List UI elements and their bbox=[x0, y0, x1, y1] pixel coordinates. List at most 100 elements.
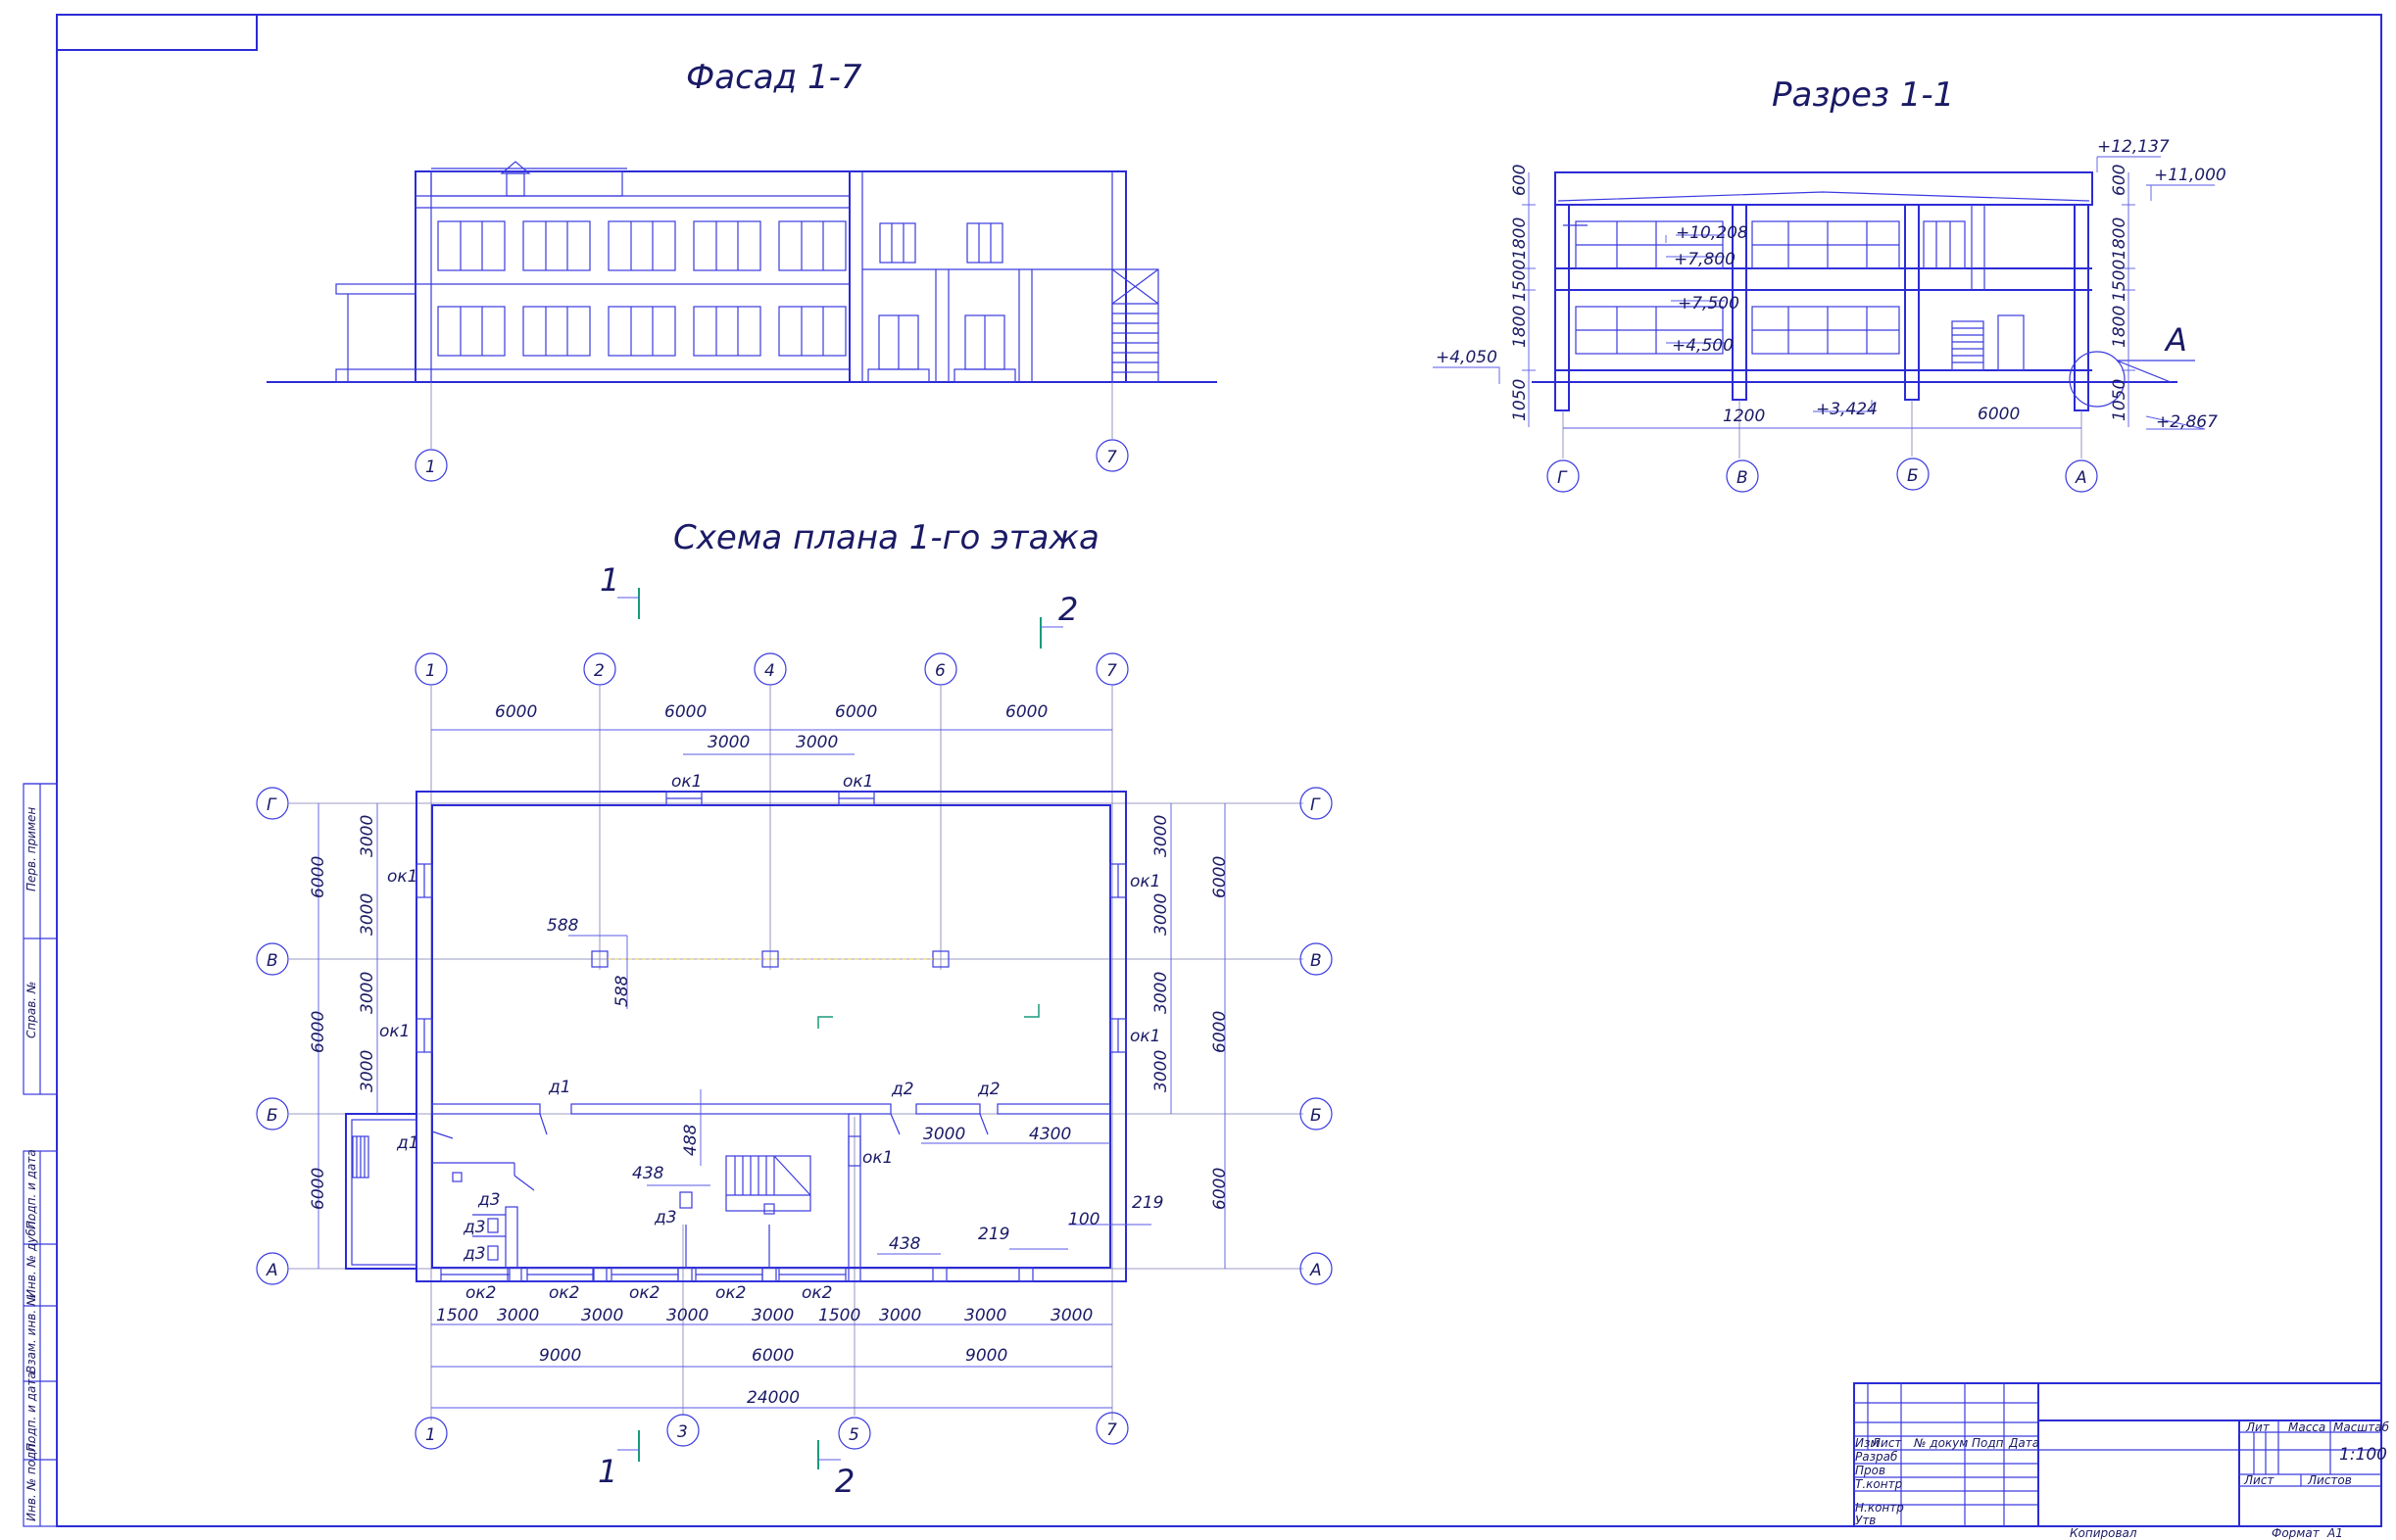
dim-text: 3000 bbox=[581, 1306, 623, 1325]
axis-label: 5 bbox=[849, 1425, 859, 1445]
tb-role: Н.контр bbox=[1855, 1501, 1904, 1515]
dim-text: 219 bbox=[1132, 1193, 1163, 1213]
tb-header: № докум bbox=[1913, 1436, 1968, 1450]
window-label: ок1 bbox=[379, 1022, 411, 1041]
dim-text: 1800 bbox=[2110, 306, 2129, 348]
dim-text: 6000 bbox=[1005, 702, 1048, 722]
door-label: д2 bbox=[891, 1080, 914, 1099]
dim-text: 3000 bbox=[1151, 893, 1171, 936]
axis-label: 3 bbox=[677, 1422, 688, 1442]
door-label: д1 bbox=[396, 1133, 419, 1153]
dim-text: 600 bbox=[1510, 165, 1530, 196]
axis-label: В bbox=[1310, 951, 1322, 971]
tb-copied: Копировал bbox=[2070, 1526, 2137, 1540]
dim-text: 3000 bbox=[497, 1306, 539, 1325]
dim-text: 219 bbox=[978, 1225, 1009, 1244]
axis-label: В bbox=[267, 951, 278, 971]
section-labels: +12,137 +11,000 +10,208 +7,800 +7,500 +4… bbox=[1436, 137, 2226, 432]
window-label: ок1 bbox=[843, 772, 874, 792]
axis-label: 6 bbox=[935, 661, 946, 681]
dim-text: 600 bbox=[2110, 165, 2129, 196]
section-mark: 1 bbox=[600, 561, 619, 599]
side-stamp-labels: Перв. примен Справ. № Подп. и дата Инв. … bbox=[24, 807, 38, 1521]
dim-text: 6000 bbox=[1210, 856, 1230, 898]
dim-text: 1800 bbox=[1510, 306, 1530, 348]
window-label: ок2 bbox=[629, 1283, 660, 1303]
tb-role: Т.контр bbox=[1855, 1477, 1903, 1491]
axis-label: Б bbox=[1310, 1106, 1322, 1126]
level-mark: +7,800 bbox=[1674, 250, 1736, 269]
tb-format-label: Формат bbox=[2272, 1526, 2321, 1540]
dim-text: 9000 bbox=[965, 1346, 1007, 1366]
facade-windows bbox=[437, 220, 847, 357]
level-mark: +11,000 bbox=[2154, 166, 2226, 185]
sheet-frame bbox=[23, 14, 2382, 1527]
dim-text: 488 bbox=[681, 1124, 701, 1156]
dim-text: 438 bbox=[889, 1234, 921, 1254]
plan-title: Схема плана 1-го этажа bbox=[673, 518, 1100, 557]
tb-header: Дата bbox=[2008, 1436, 2039, 1450]
axis-label: 7 bbox=[1106, 448, 1117, 467]
door-label: д3 bbox=[463, 1218, 486, 1237]
tb-role: Пров bbox=[1855, 1464, 1885, 1477]
facade-axes: 1 7 bbox=[415, 439, 1129, 482]
section-title: Разрез 1-1 bbox=[1772, 75, 1954, 115]
axis-label: 4 bbox=[764, 661, 775, 681]
dim-text: 4300 bbox=[1029, 1125, 1071, 1144]
tb-lit: Лит bbox=[2245, 1420, 2271, 1434]
dim-text: 6000 bbox=[835, 702, 877, 722]
door-label: д3 bbox=[477, 1190, 501, 1210]
plan-axes: 1 2 4 6 7 1 3 5 7 Г В Б А Г В Б А bbox=[256, 652, 1333, 1450]
dim-text: 3000 bbox=[752, 1306, 794, 1325]
dim-text: 3000 bbox=[708, 733, 750, 752]
dim-text: 3000 bbox=[358, 972, 377, 1014]
window-label: ок1 bbox=[1130, 872, 1161, 891]
axis-label: А bbox=[266, 1261, 278, 1280]
axis-label: Г bbox=[267, 795, 277, 815]
level-mark: +4,050 bbox=[1436, 348, 1497, 367]
dim-text: 6000 bbox=[752, 1346, 794, 1366]
dim-text: 6000 bbox=[664, 702, 707, 722]
level-mark: +7,500 bbox=[1678, 294, 1739, 313]
dim-text: 3000 bbox=[358, 893, 377, 936]
title-block bbox=[1853, 1382, 2382, 1527]
window-label: ок1 bbox=[387, 867, 418, 887]
tb-sheets: Листов bbox=[2307, 1473, 2352, 1487]
facade-title: Фасад 1-7 bbox=[686, 58, 862, 97]
door-label: д3 bbox=[463, 1244, 486, 1264]
plan-drawing bbox=[289, 588, 1303, 1469]
tb-mass: Масса bbox=[2288, 1420, 2325, 1434]
level-mark: +2,867 bbox=[2156, 412, 2218, 432]
dim-text: 1500 bbox=[436, 1306, 478, 1325]
axis-label: Б bbox=[1907, 466, 1919, 486]
axis-label: Г bbox=[1310, 795, 1321, 815]
dim-text: 1500 bbox=[2110, 260, 2129, 302]
stamp-label: Справ. № bbox=[24, 982, 38, 1038]
stamp-label: Инв. № дубл. bbox=[24, 1218, 38, 1298]
section-mark: 2 bbox=[835, 1463, 855, 1500]
level-mark: +12,137 bbox=[2097, 137, 2170, 157]
dim-text: 6000 bbox=[309, 1168, 328, 1210]
axis-label: 1 bbox=[425, 457, 436, 477]
window-label: ок1 bbox=[1130, 1027, 1161, 1046]
section-drawing bbox=[1433, 156, 2215, 458]
axis-label: А bbox=[1309, 1261, 1322, 1280]
dim-text: 438 bbox=[632, 1164, 664, 1183]
dim-text: 3000 bbox=[879, 1306, 921, 1325]
dim-text: 1800 bbox=[1510, 217, 1530, 260]
dim-text: 1050 bbox=[2110, 379, 2129, 421]
tb-role: Разраб bbox=[1855, 1450, 1898, 1464]
dim-text: 24000 bbox=[747, 1388, 800, 1408]
dim-text: 588 bbox=[612, 975, 632, 1007]
section-axes: Г В Б А bbox=[1546, 457, 2098, 493]
axis-label: Г bbox=[1557, 468, 1568, 488]
dim-text: 6000 bbox=[309, 1011, 328, 1053]
dim-text: 9000 bbox=[539, 1346, 581, 1366]
window-label: ок2 bbox=[549, 1283, 580, 1303]
axis-label: 1 bbox=[425, 661, 436, 681]
dim-text: 3000 bbox=[358, 1050, 377, 1092]
axis-label: 2 bbox=[594, 661, 605, 681]
dim-text: 1500 bbox=[1510, 260, 1530, 302]
dim-text: 3000 bbox=[358, 815, 377, 857]
stamp-label: Перв. примен bbox=[24, 807, 38, 891]
